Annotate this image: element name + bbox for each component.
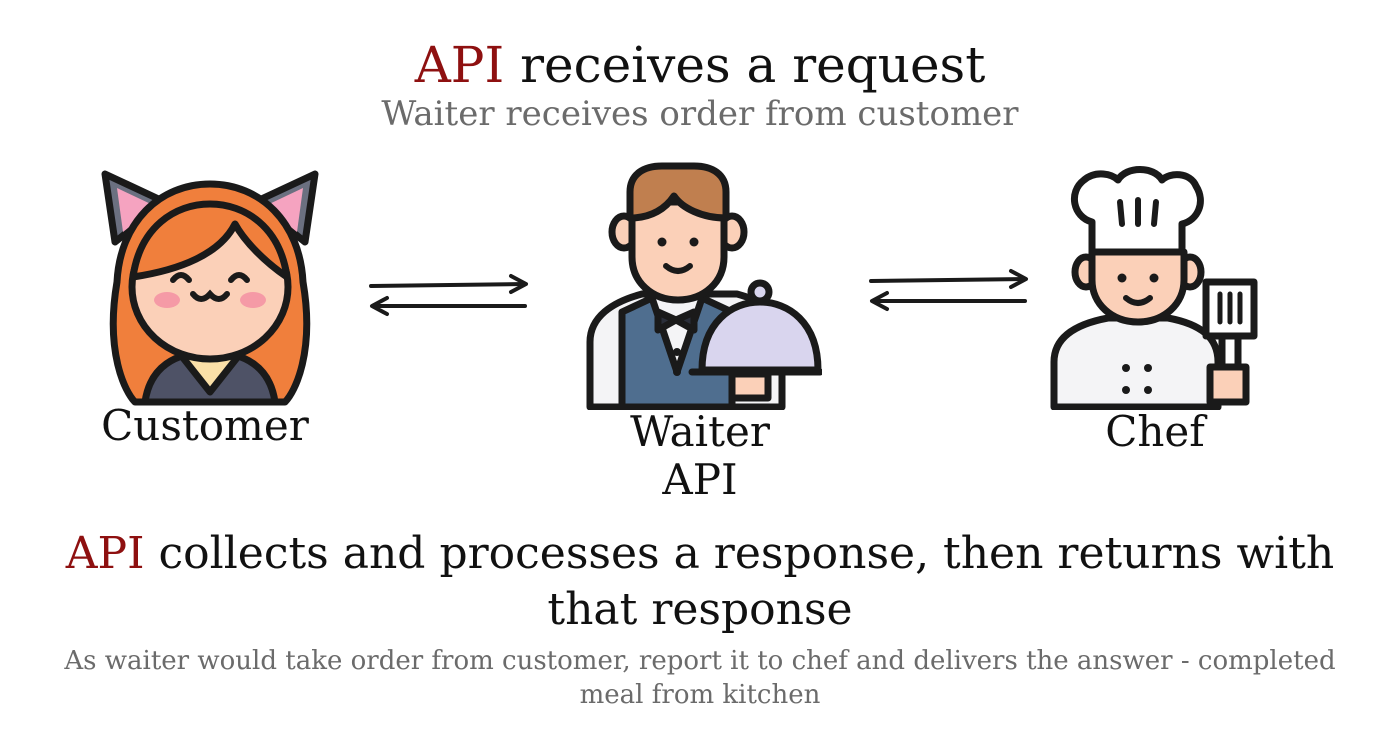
bidirectional-arrow-icon	[869, 269, 1028, 311]
footer-title-accent: API	[65, 528, 145, 579]
bidirectional-arrow-icon	[369, 274, 528, 316]
waiter-label: Waiter	[630, 407, 770, 456]
footer-title-rest: collects and processes a response, then …	[144, 528, 1335, 635]
page-title: API receives a request	[0, 30, 1400, 100]
footer-subtitle: As waiter would take order from customer…	[64, 646, 1336, 710]
waiter-icon	[586, 162, 822, 410]
chef-label: Chef	[1105, 407, 1205, 456]
title-rest: receives a request	[504, 36, 986, 94]
customer-icon	[101, 170, 319, 406]
waiter-sublabel: API	[662, 455, 738, 504]
customer-label: Customer	[101, 401, 309, 450]
page-subtitle: Waiter receives order from customer	[381, 94, 1019, 134]
footer-title: API collects and processes a response, t…	[0, 526, 1400, 638]
chef-icon	[1050, 166, 1258, 410]
title-accent: API	[414, 36, 505, 94]
